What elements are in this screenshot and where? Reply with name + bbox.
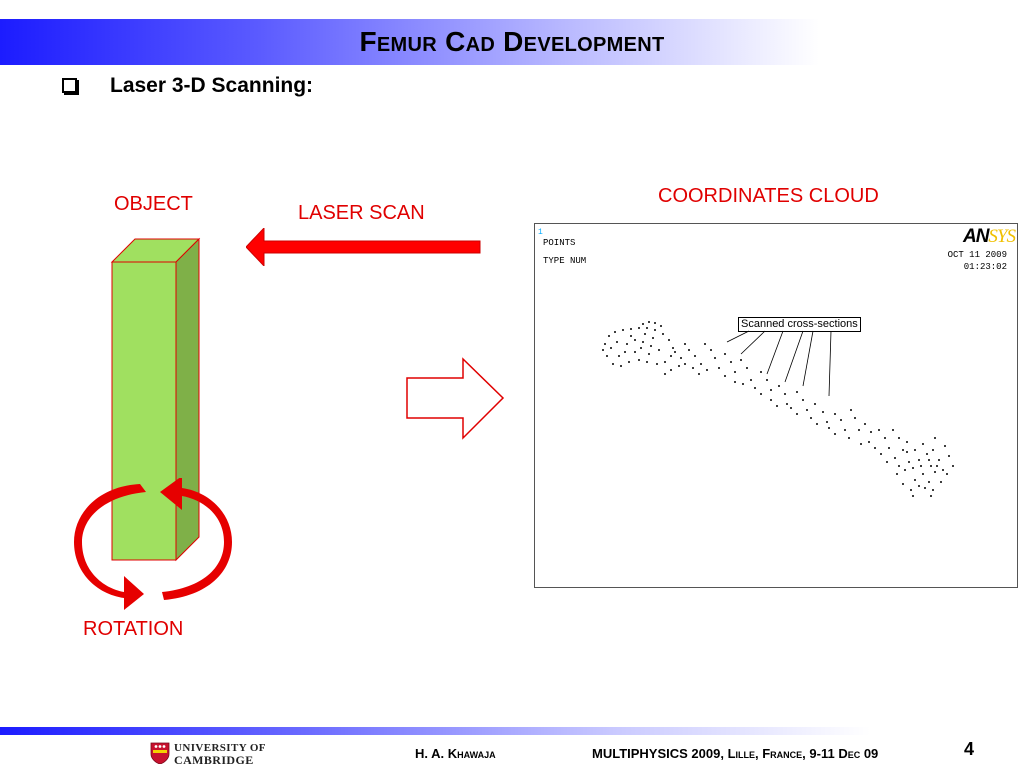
laser-scan-label: LASER SCAN <box>298 202 425 224</box>
scan-points <box>602 321 954 497</box>
university-line-2: CAMBRIDGE <box>174 753 254 767</box>
rotation-arrow-right <box>160 478 232 600</box>
point-cloud <box>602 321 954 497</box>
university-line-1: UNIVERSITY OF <box>174 742 266 754</box>
footer-conference: MULTIPHYSICS 2009, Lille, France, 9-11 D… <box>592 746 879 761</box>
checkbox-bullet-icon <box>62 78 77 93</box>
laser-scan-arrow-icon <box>246 228 481 266</box>
rotation-arrow-left <box>74 484 146 610</box>
slide-title: Femur Cad Development <box>359 26 665 57</box>
object-label: OBJECT <box>114 193 193 215</box>
title-bar <box>0 19 1024 65</box>
page-number: 4 <box>964 739 975 759</box>
footer-author: H. A. Khawaja <box>415 746 496 761</box>
ansys-plot-window: 1 POINTS TYPE NUM OCT 11 2009 01:23:02 A… <box>534 223 1018 588</box>
bullet-heading: Laser 3-D Scanning: <box>110 74 314 97</box>
process-arrow-icon <box>406 357 505 440</box>
ansys-logo: ANSYS <box>962 226 1016 248</box>
annotation-label: Scanned cross-sections <box>738 317 861 332</box>
rotation-label: ROTATION <box>83 618 184 640</box>
ansys-logo-an: AN <box>962 226 989 247</box>
ansys-logo-sys: SYS <box>988 226 1016 247</box>
plot-date: OCT 11 2009 <box>947 250 1007 260</box>
footer-divider <box>0 727 1024 735</box>
annotation-leader-lines <box>726 330 832 397</box>
coordinates-cloud-label: COORDINATES CLOUD <box>658 185 879 207</box>
frame-number: 1 <box>538 228 543 237</box>
cambridge-crest-icon <box>150 742 170 764</box>
plot-line-points: POINTS <box>543 238 576 248</box>
plot-time: 01:23:02 <box>963 262 1007 272</box>
rotation-arrows-icon <box>74 478 232 610</box>
plot-line-type: TYPE NUM <box>543 256 587 266</box>
